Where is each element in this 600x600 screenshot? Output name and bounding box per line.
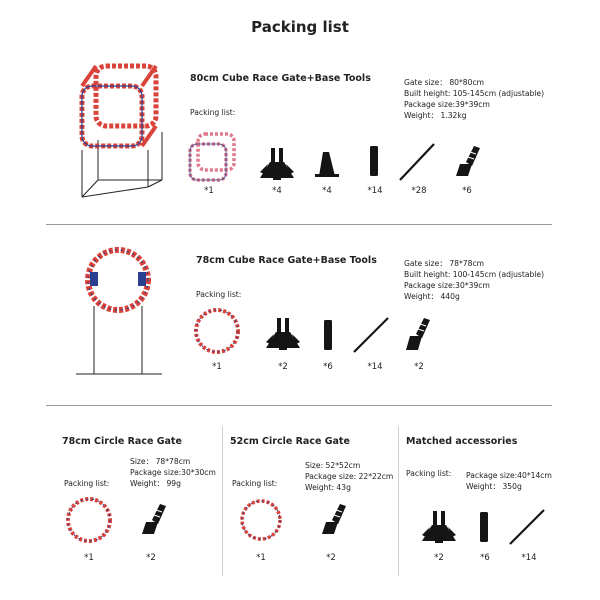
spec-package-size: Package size: 22*22cm — [305, 472, 394, 481]
qty-label: *2 — [278, 362, 288, 372]
spec-list: Package size:40*14cm Weight： 350g — [466, 470, 552, 492]
circle-gate-icon — [240, 499, 282, 541]
qty-label: *2 — [146, 553, 156, 563]
packing-list-label: Packing list: — [190, 108, 236, 117]
spec-weight: Weight： 1.32kg — [404, 111, 467, 120]
circle-gate-assembled-illustration — [76, 247, 162, 375]
qty-label: *1 — [84, 553, 94, 563]
ratchet-strap-icon — [322, 504, 346, 534]
spec-size: Size: 52*52cm — [305, 461, 361, 470]
circle-gate-icon — [66, 497, 112, 543]
cube-gate-assembled-illustration — [79, 63, 163, 198]
qty-label: *4 — [272, 186, 282, 196]
qty-label: *6 — [462, 186, 472, 196]
fiber-rod-icon — [353, 317, 389, 353]
spec-built-height: Built height: 105-145cm (adjustable) — [404, 89, 545, 98]
section-divider — [46, 224, 552, 225]
connector-tube-icon — [324, 320, 332, 350]
section-heading: Matched accessories — [406, 436, 518, 447]
spec-gate-size: Gate size： 80*80cm — [404, 78, 485, 87]
spec-list: Size： 78*78cm Package size:30*30cm Weigh… — [130, 456, 216, 489]
packing-list-label: Packing list: — [232, 479, 278, 488]
qty-label: *2 — [434, 553, 444, 563]
folded-cube-gate-icon — [188, 132, 236, 182]
base-stand-icon — [266, 318, 300, 350]
spec-weight: Weight： 440g — [404, 292, 460, 301]
qty-label: *1 — [256, 553, 266, 563]
column-divider — [222, 426, 223, 576]
connector-tube-icon — [480, 512, 488, 542]
spec-list: Gate size： 78*78cm Built height: 100-145… — [404, 258, 544, 302]
ratchet-strap-icon — [456, 146, 480, 176]
spec-list: Size: 52*52cm Package size: 22*22cm Weig… — [305, 460, 393, 493]
packing-list-label: Packing list: — [406, 469, 452, 478]
connector-tube-icon — [370, 146, 378, 176]
fiber-rod-icon — [509, 509, 545, 545]
packing-list-label: Packing list: — [196, 290, 242, 299]
section-heading: 78cm Circle Race Gate — [62, 436, 182, 447]
base-stand-icon — [260, 148, 294, 180]
ratchet-strap-icon — [406, 318, 430, 350]
ratchet-strap-icon — [142, 504, 166, 534]
qty-label: *2 — [326, 553, 336, 563]
qty-label: *6 — [480, 553, 490, 563]
section-heading: 52cm Circle Race Gate — [230, 436, 350, 447]
qty-label: *6 — [323, 362, 333, 372]
qty-label: *1 — [212, 362, 222, 372]
circle-gate-icon — [194, 308, 240, 354]
qty-label: *1 — [204, 186, 214, 196]
qty-label: *4 — [322, 186, 332, 196]
spec-package-size: Package size:39*39cm — [404, 100, 490, 109]
section-divider — [46, 405, 552, 406]
section-heading: 78cm Cube Race Gate+Base Tools — [196, 255, 377, 266]
column-divider — [398, 426, 399, 576]
base-stand-icon — [422, 511, 456, 543]
spec-package-size: Package size:30*30cm — [130, 468, 216, 477]
spec-gate-size: Gate size： 78*78cm — [404, 259, 485, 268]
packing-list-label: Packing list: — [64, 479, 110, 488]
spec-built-height: Built height: 100-145cm (adjustable) — [404, 270, 545, 279]
cone-base-icon — [315, 152, 339, 177]
section-heading: 80cm Cube Race Gate+Base Tools — [190, 73, 371, 84]
spec-weight: Weight： 99g — [130, 479, 181, 488]
qty-label: *14 — [367, 186, 383, 196]
spec-package-size: Package size:40*14cm — [466, 471, 552, 480]
spec-weight: Weight： 350g — [466, 482, 522, 491]
page-title: Packing list — [251, 18, 349, 36]
spec-weight: Weight: 43g — [305, 483, 351, 492]
qty-label: *28 — [411, 186, 427, 196]
spec-size: Size： 78*78cm — [130, 457, 191, 466]
spec-list: Gate size： 80*80cm Built height: 105-145… — [404, 77, 544, 121]
fiber-rod-icon — [399, 143, 435, 181]
qty-label: *2 — [414, 362, 424, 372]
qty-label: *14 — [367, 362, 383, 372]
spec-package-size: Package size:30*39cm — [404, 281, 490, 290]
qty-label: *14 — [521, 553, 537, 563]
